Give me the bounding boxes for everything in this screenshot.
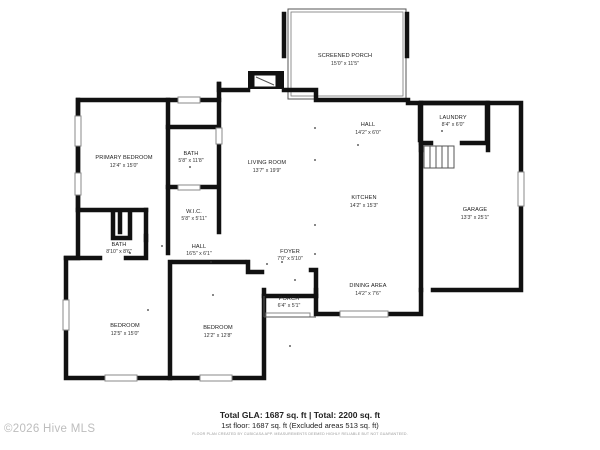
room-name-porch: PORCH <box>279 296 300 302</box>
room-dim-garage: 13'3" x 25'1" <box>461 215 490 221</box>
room-labels: SCREENED PORCH 15'0" x 11'5" HALL 14'2" … <box>95 53 489 339</box>
room-name-bedroom-left: BEDROOM <box>110 323 140 329</box>
room-name-foyer: FOYER <box>280 249 300 255</box>
room-dim-screened-porch: 15'0" x 11'5" <box>331 61 359 67</box>
floor-area-summary: 1st floor: 1687 sq. ft (Excluded areas 5… <box>221 421 379 430</box>
fireplace <box>248 71 284 89</box>
room-name-kitchen: KITCHEN <box>351 195 376 201</box>
room-name-hall-top: HALL <box>361 122 375 128</box>
room-name-laundry: LAUNDRY <box>439 115 466 121</box>
room-dim-dining-area: 14'2" x 7'6" <box>355 291 381 297</box>
room-name-garage: GARAGE <box>463 207 488 213</box>
interior-walls <box>63 97 490 381</box>
room-dim-laundry: 8'4" x 6'0" <box>442 122 465 128</box>
room-dim-wic: 5'8" x 5'11" <box>181 216 206 222</box>
room-dim-foyer: 7'0" x 5'10" <box>277 256 303 262</box>
room-name-bedroom-right: BEDROOM <box>203 325 233 331</box>
copyright-watermark: ©2026 Hive MLS <box>4 423 96 435</box>
room-dim-kitchen: 14'2" x 15'3" <box>350 203 379 209</box>
room-name-screened-porch: SCREENED PORCH <box>318 53 372 59</box>
room-dim-hall-top: 14'2" x 6'0" <box>355 130 381 136</box>
room-dim-bath-hall: 8'10" x 8'6" <box>106 249 132 255</box>
room-name-primary-bedroom: PRIMARY BEDROOM <box>95 155 152 161</box>
room-name-bath-primary: BATH <box>184 151 199 157</box>
room-dim-living-room: 13'7" x 19'9" <box>253 168 282 174</box>
room-dim-bedroom-right: 12'2" x 12'8" <box>204 333 233 339</box>
room-name-dining-area: DINING AREA <box>349 283 386 289</box>
room-dim-primary-bedroom: 12'4" x 15'0" <box>110 163 139 169</box>
windows <box>62 96 525 382</box>
fine-print: FLOOR PLAN CREATED BY CUBICASA APP. MEAS… <box>192 432 408 436</box>
room-name-living-room: LIVING ROOM <box>248 160 287 166</box>
room-dim-bedroom-left: 12'5" x 15'0" <box>111 331 140 337</box>
stairs <box>423 145 455 169</box>
total-area-summary: Total GLA: 1687 sq. ft | Total: 2200 sq.… <box>219 410 381 420</box>
room-dim-porch: 6'4" x 5'1" <box>278 303 301 309</box>
room-dim-hall-mid: 16'5" x 6'1" <box>186 251 212 257</box>
room-dim-bath-primary: 5'8" x 11'8" <box>178 158 203 164</box>
door-markers <box>129 127 443 347</box>
porch-frame <box>263 296 316 318</box>
room-name-wic: W.I.C. <box>186 209 202 215</box>
room-name-hall-mid: HALL <box>192 244 206 250</box>
room-name-bath-hall: BATH <box>112 242 127 248</box>
